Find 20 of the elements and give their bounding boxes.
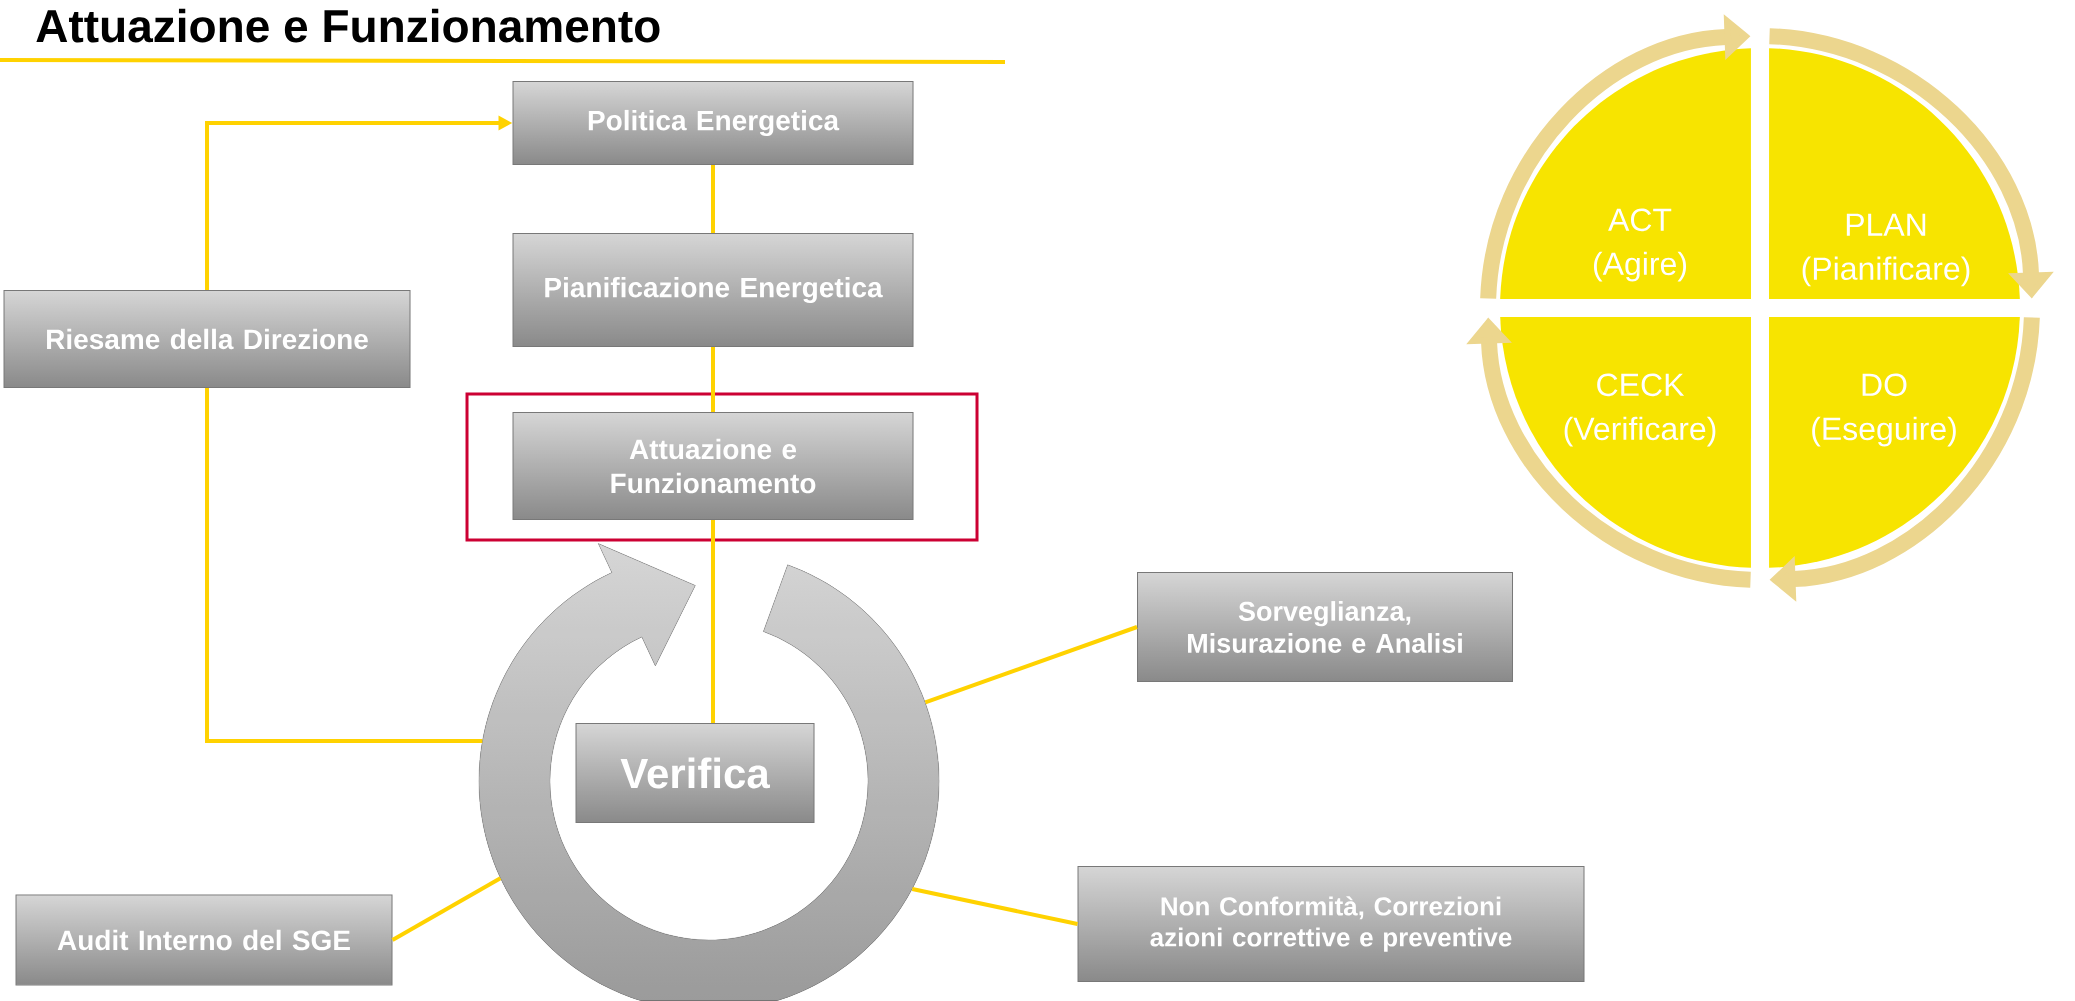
connector	[911, 887, 1078, 926]
process-box: Riesame della Direzione	[3, 290, 411, 388]
process-box: Attuazione e Funzionamento	[512, 412, 914, 520]
quadrant: CECK (Verificare)	[1500, 317, 1751, 568]
connector	[924, 625, 1138, 705]
quadrant: ACT (Agire)	[1500, 48, 1751, 299]
connector	[711, 165, 715, 233]
process-box: Politica Energetica	[512, 81, 914, 165]
connector	[391, 876, 502, 942]
connector	[711, 347, 715, 412]
connector	[205, 388, 483, 744]
process-box: Non Conformità, Correzioni azioni correttive e preventive	[1077, 866, 1585, 982]
process-box: Verifica	[575, 723, 815, 823]
process-box: Sorveglianza, Misurazione e Analisi	[1137, 572, 1513, 682]
quadrant: DO (Eseguire)	[1769, 317, 2020, 568]
title: Attuazione e Funzionamento	[36, 8, 660, 43]
process-box: Audit Interno del SGE	[15, 894, 393, 986]
connector	[711, 520, 715, 723]
quadrant: PLAN (Pianificare)	[1769, 48, 2020, 299]
process-box: Pianificazione Energetica	[512, 233, 914, 347]
